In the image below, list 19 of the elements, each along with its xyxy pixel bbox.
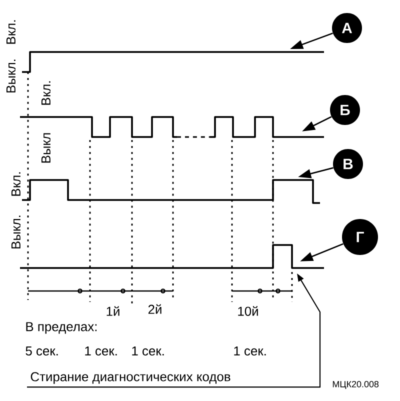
figure-code: МЦК20.008 bbox=[332, 380, 379, 390]
waveform bbox=[22, 179, 320, 204]
state-label: Выкл bbox=[41, 133, 51, 163]
caption-text: Стирание диагностических кодов bbox=[30, 372, 230, 384]
duration-label: 5 сек. bbox=[26, 346, 58, 356]
duration-label: 1 сек. bbox=[85, 346, 117, 356]
state-label: Выкл. bbox=[6, 60, 16, 92]
state-label: Вкл. bbox=[41, 81, 51, 105]
duration-label: 1 сек. bbox=[132, 346, 164, 356]
waveform bbox=[20, 244, 324, 269]
state-label: Вкл. bbox=[11, 172, 21, 196]
pulse-number: 1й bbox=[106, 306, 120, 316]
pulse-number: 10й bbox=[238, 306, 258, 316]
waveform bbox=[22, 51, 324, 73]
pulse-number: 2й bbox=[148, 304, 162, 314]
state-label: Выкл. bbox=[11, 216, 21, 248]
duration-label: 1 сек. bbox=[234, 346, 266, 356]
state-label: Вкл. bbox=[6, 20, 16, 44]
note-text: В пределах: bbox=[26, 322, 97, 334]
